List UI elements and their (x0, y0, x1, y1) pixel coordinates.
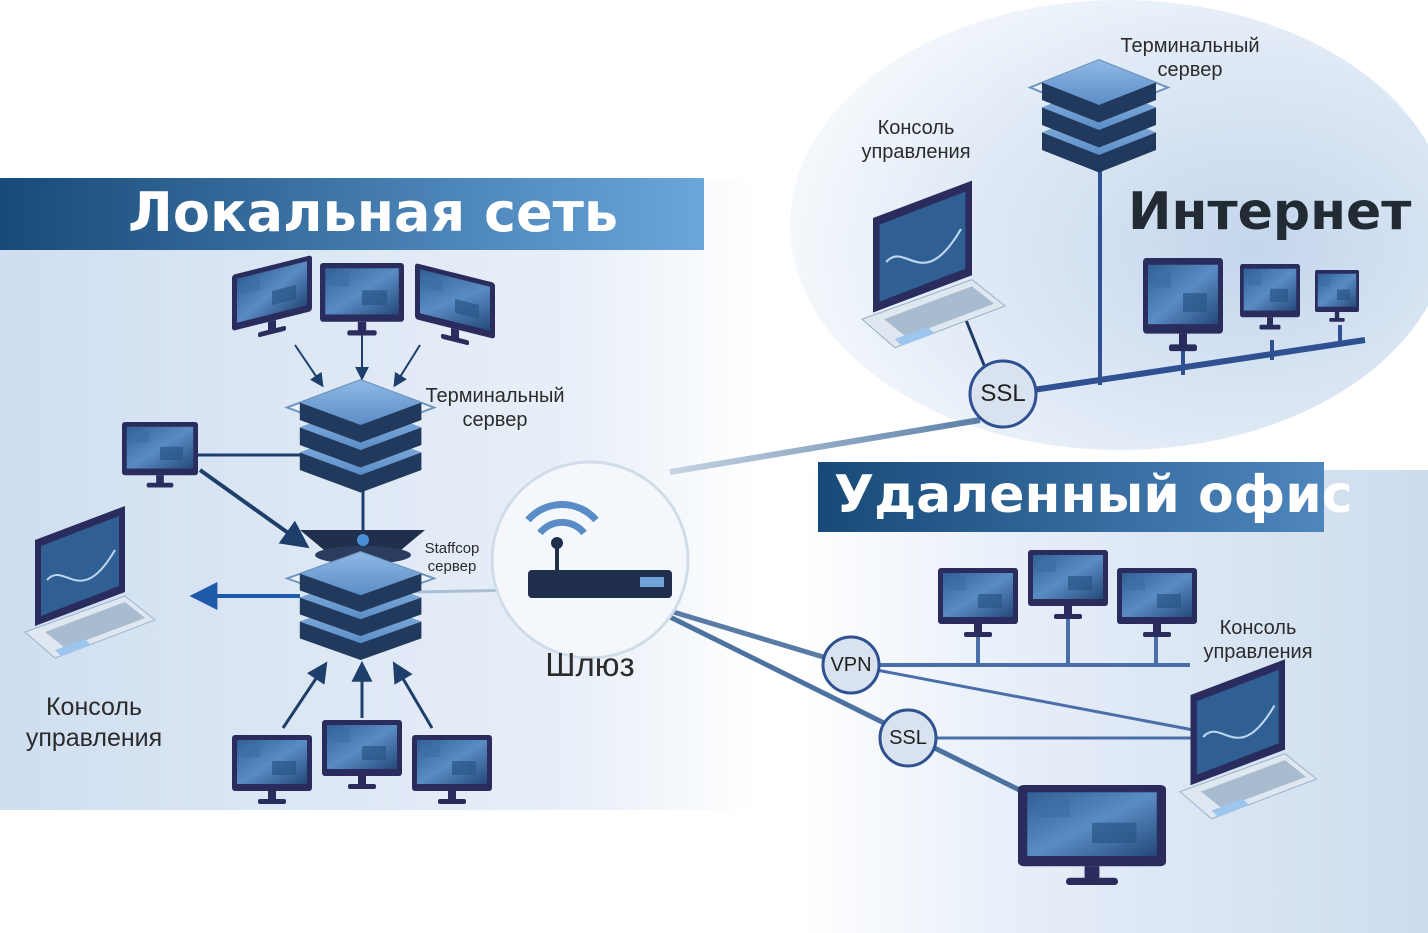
local-network-title: Локальная сеть (128, 181, 619, 244)
internet-console-label: Консоль управления (861, 117, 971, 163)
monitor-terminal-arrow-3 (393, 344, 421, 388)
remote-ssl-label: SSL (889, 727, 927, 749)
internet-ssl-label: SSL (980, 380, 1026, 407)
monitor-terminal-arrow-1 (294, 344, 324, 388)
local-network-banner (0, 178, 704, 250)
router-icon (528, 570, 672, 598)
internet-terminal-server-label: Терминальный сервер (1120, 35, 1260, 81)
pc-staffcop-arrow (198, 468, 310, 549)
monitor-staffcop-arrow-3 (392, 661, 434, 729)
internet-title: Интернет (1128, 182, 1412, 242)
gateway-internet-link (669, 417, 981, 475)
remote-office-title: Удаленный офис (834, 465, 1353, 525)
internet-ssl-node (968, 359, 1038, 429)
monitor-staffcop-arrow-1 (281, 661, 328, 729)
remote-ssl-node (878, 708, 938, 768)
remote-vpn-node (821, 635, 881, 695)
gateway-label: Шлюз (545, 646, 635, 683)
remote-office-banner (818, 462, 1324, 532)
staffcop-server-label: Staffcop сервер (424, 540, 480, 575)
remote-vpn-label: VPN (830, 654, 872, 676)
wifi-signal-icon (525, 500, 599, 523)
gateway-remote-monitor-link (658, 609, 1082, 823)
local-console-label: Консоль управления (25, 693, 163, 753)
internet-zone (790, 0, 1428, 450)
vpn-console-link (849, 663, 1221, 737)
remote-console-label: Консоль управления (1203, 617, 1313, 663)
local-terminal-server-label: Терминальный сервер (425, 385, 565, 431)
gateway-vpn-link (659, 605, 851, 668)
gateway-node (490, 460, 690, 660)
